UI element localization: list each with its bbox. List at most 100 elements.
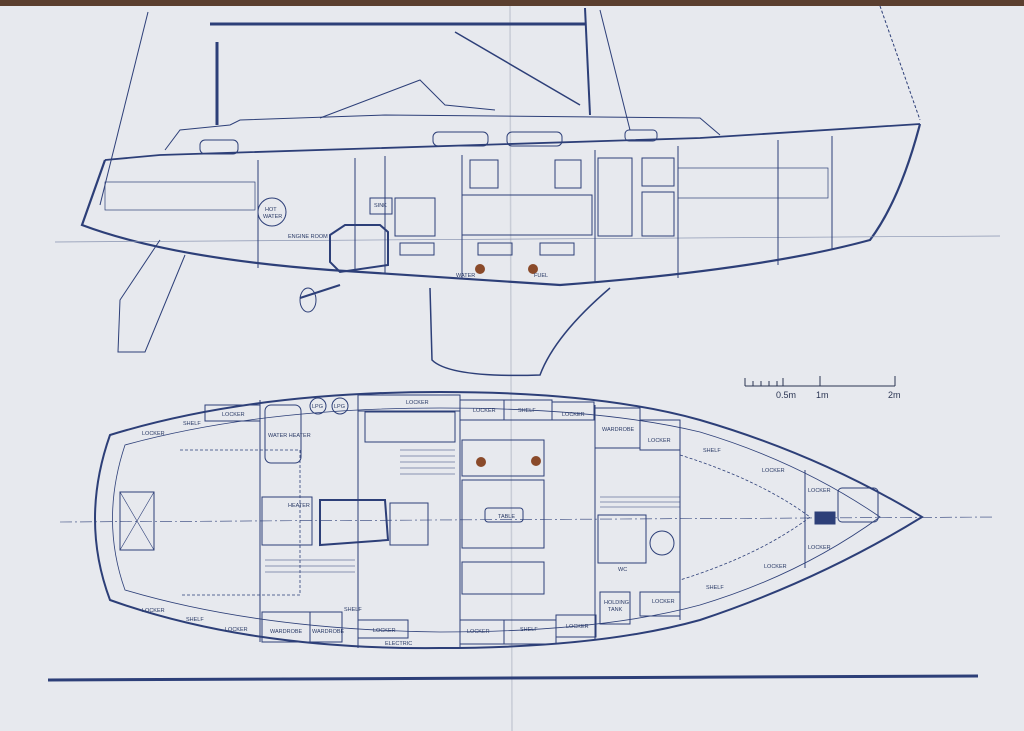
label-fuel: FUEL <box>534 273 548 279</box>
keel <box>429 287 611 377</box>
label-table: TABLE <box>498 514 515 520</box>
scale-bar <box>744 376 896 387</box>
label-lpg: LPG <box>334 404 345 410</box>
label-wc: WC <box>618 567 627 573</box>
label-hot-water-2: WATER <box>263 214 282 220</box>
portlight <box>624 129 658 142</box>
label-locker: LOCKER <box>473 408 496 414</box>
waterline <box>54 235 1001 243</box>
label-shelf: SHELF <box>703 448 721 454</box>
label-locker: LOCKER <box>566 624 589 630</box>
plan-view <box>59 390 996 650</box>
label-locker: LOCKER <box>142 431 165 437</box>
mast <box>584 7 591 116</box>
hot-water-tank <box>257 197 287 227</box>
locker-cell <box>551 401 595 421</box>
saloon-cushion <box>461 561 545 595</box>
cabinet <box>641 191 675 237</box>
sole-planking <box>265 449 680 573</box>
label-locker: LOCKER <box>562 412 585 418</box>
label-locker: LOCKER <box>406 400 429 406</box>
galley-cabinet <box>394 197 436 237</box>
portlight <box>432 131 489 147</box>
shroud <box>599 9 631 131</box>
lpg-bottle <box>309 397 327 415</box>
forestay <box>879 5 921 121</box>
label-wardrobe: WARDROBE <box>312 629 345 635</box>
door <box>597 157 633 237</box>
label-shelf: SHELF <box>520 627 538 633</box>
label-locker: LOCKER <box>808 488 831 494</box>
plan-hull-outline <box>94 390 924 650</box>
label-shelf: SHELF <box>518 408 536 414</box>
cabinet <box>469 159 499 189</box>
plan-engine <box>319 499 390 547</box>
label-locker: LOCKER <box>373 628 396 634</box>
label-holding-tank: HOLDING <box>604 600 629 606</box>
deck-line <box>104 123 921 161</box>
label-sink: SINK <box>374 203 387 209</box>
label-shelf: SHELF <box>344 607 362 613</box>
profile-labels: HOT WATER ENGINE ROOM SINK WATER FUEL <box>263 203 548 279</box>
plan-labels: LOCKER LOCKER SHELF LPG LPG WATER HEATER… <box>142 400 831 647</box>
backstay <box>99 11 149 206</box>
label-wardrobe: WARDROBE <box>270 629 303 635</box>
drawer <box>399 242 435 256</box>
anchor-locker <box>837 487 879 523</box>
profile-view <box>54 5 1001 377</box>
label-locker: LOCKER <box>142 608 165 614</box>
wc-grid <box>597 514 647 564</box>
water-tank-fill <box>475 264 485 274</box>
label-water: WATER <box>456 273 475 279</box>
locker-cell <box>357 619 409 639</box>
locker-cell <box>599 591 631 625</box>
boom-vang <box>454 31 581 106</box>
hull-outline <box>80 123 922 287</box>
drawer <box>477 242 513 256</box>
propeller-shaft <box>299 284 341 299</box>
label-shelf: SHELF <box>186 617 204 623</box>
bottom-rule <box>47 674 979 682</box>
toilet <box>649 530 675 556</box>
label-lpg: LPG <box>312 404 323 410</box>
portlight <box>199 139 239 155</box>
label-locker: LOCKER <box>225 627 248 633</box>
page-fold <box>509 5 513 731</box>
cabinet <box>554 159 582 189</box>
saloon-cushion <box>461 439 545 477</box>
label-locker: LOCKER <box>762 468 785 474</box>
heater-unit <box>261 496 313 546</box>
saloon-table <box>461 479 545 549</box>
settee <box>677 167 829 199</box>
propeller <box>299 287 317 313</box>
label-engine-room: ENGINE ROOM <box>288 234 328 240</box>
locker-cell <box>555 614 597 638</box>
v-berth <box>679 454 811 581</box>
rudder <box>117 239 186 353</box>
label-shelf: SHELF <box>183 421 201 427</box>
label-locker: LOCKER <box>467 629 490 635</box>
label-wardrobe: WARDROBE <box>602 427 635 433</box>
water-heater-unit <box>264 404 302 464</box>
locker-cell <box>639 419 681 451</box>
label-water-heater: WATER HEATER <box>268 433 311 439</box>
saloon-cabinet <box>461 194 593 236</box>
dodger <box>319 79 496 119</box>
plan-inner-line <box>112 407 881 633</box>
label-heater: HEATER <box>288 503 310 509</box>
label-locker: LOCKER <box>652 599 675 605</box>
quarter-berth <box>104 181 256 211</box>
lpg-bottle <box>331 397 349 415</box>
label-locker: LOCKER <box>648 438 671 444</box>
label-shelf: SHELF <box>706 585 724 591</box>
fuel-tank-fill-plan <box>531 456 541 466</box>
windlass <box>814 511 836 525</box>
label-locker: LOCKER <box>222 412 245 418</box>
scale-label-half-m: 0.5m <box>776 390 796 400</box>
drawer <box>539 242 575 256</box>
label-hot-water: HOT <box>265 207 277 213</box>
centerline <box>59 516 996 523</box>
galley-top <box>364 411 456 443</box>
engine-drawing <box>329 224 389 274</box>
